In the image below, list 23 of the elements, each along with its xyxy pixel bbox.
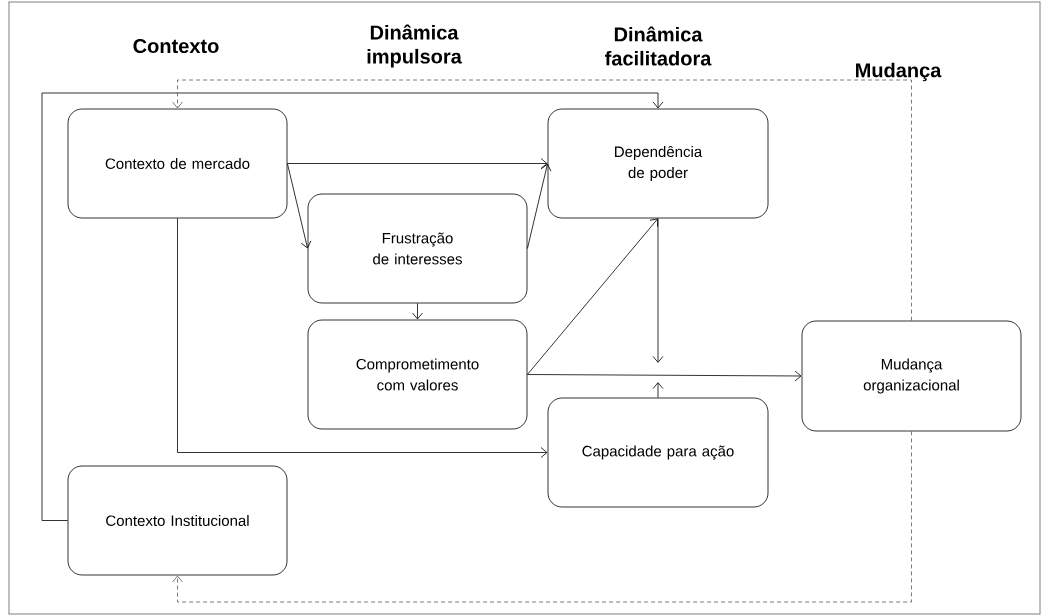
arrow — [172, 79, 912, 321]
arrow — [652, 218, 664, 363]
arrow — [287, 163, 312, 249]
process-box: Frustração de interesses — [307, 193, 528, 304]
arrow — [172, 431, 912, 603]
column-heading: Mudança — [856, 62, 942, 82]
process-box: Capacidade para ação — [547, 397, 769, 508]
column-heading: Dinâmica impulsora — [367, 24, 462, 68]
arrow — [527, 218, 658, 375]
process-box: Mudança organizacional — [801, 320, 1022, 432]
arrow — [527, 163, 552, 249]
arrow — [177, 218, 548, 458]
process-box: Comprometimento com valores — [307, 319, 528, 430]
column-heading: Dinâmica facilitadora — [605, 26, 712, 66]
process-box: Contexto de mercado — [67, 108, 288, 219]
arrow — [41, 92, 664, 521]
column-heading: Contexto — [133, 38, 219, 54]
process-box: Contexto Institucional — [67, 465, 288, 576]
arrow — [412, 303, 423, 320]
arrow — [287, 158, 548, 169]
arrow — [527, 370, 802, 382]
arrow — [652, 382, 664, 398]
process-box: Dependência de poder — [547, 108, 769, 219]
